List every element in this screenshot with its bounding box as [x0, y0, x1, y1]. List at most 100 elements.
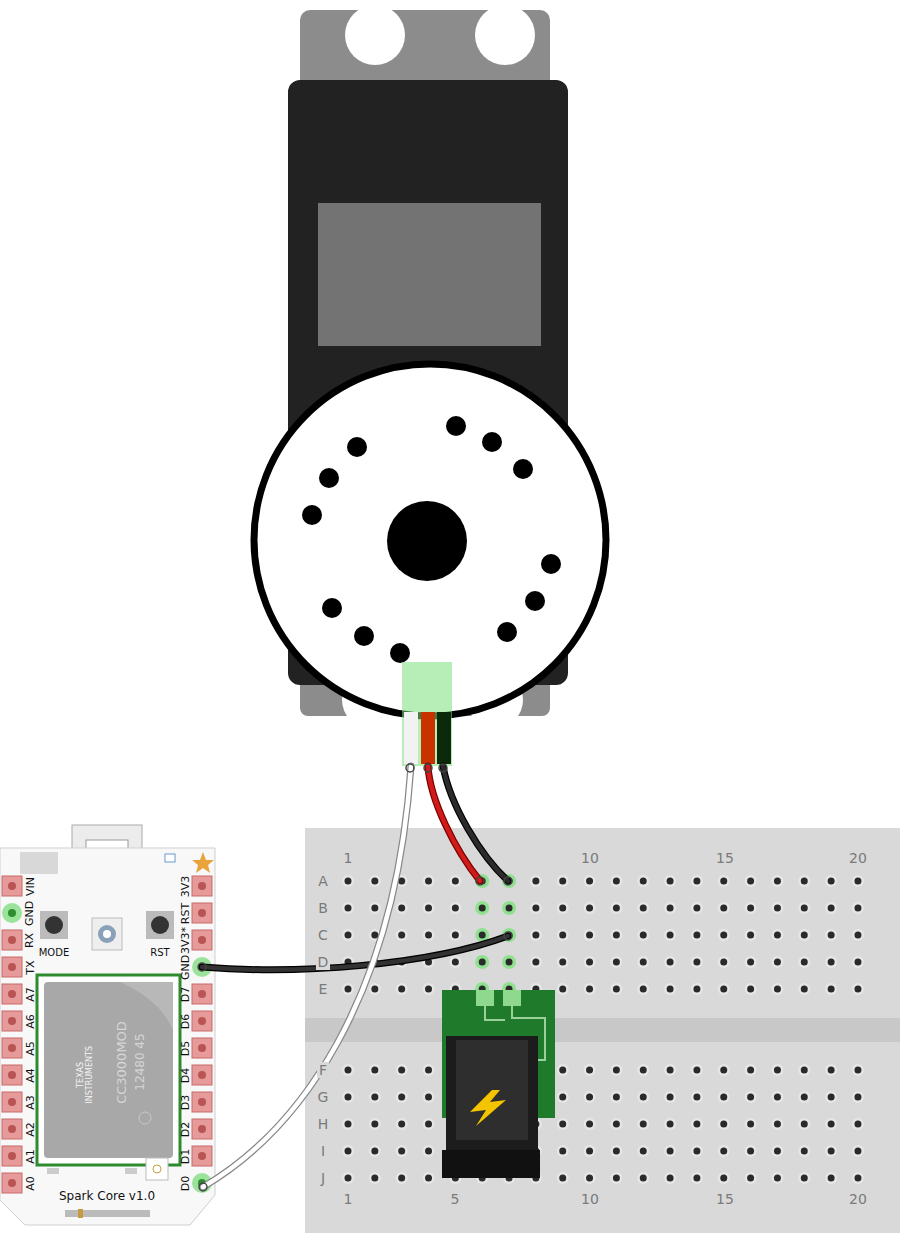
pin — [2, 1065, 22, 1085]
pin-label: D1 — [181, 1148, 192, 1163]
hole — [640, 1094, 647, 1101]
hole-ring — [852, 956, 864, 968]
hole-ring — [530, 875, 542, 887]
column-number: 20 — [849, 851, 867, 865]
hole-ring — [852, 902, 864, 914]
pin-hole — [8, 990, 16, 998]
hole — [828, 1148, 835, 1155]
row-letter: H — [316, 1116, 331, 1132]
hole-ring — [852, 929, 864, 941]
hole-ring — [852, 1118, 864, 1130]
hole-ring — [423, 983, 435, 995]
hole — [398, 1121, 405, 1128]
hole — [613, 1121, 620, 1128]
hole-ring — [584, 929, 596, 941]
hole-ring — [664, 1064, 676, 1076]
column-number: 15 — [716, 851, 734, 865]
hole — [854, 878, 861, 885]
hole-ring — [718, 956, 730, 968]
row-letter: C — [316, 927, 330, 943]
hole-active — [475, 901, 489, 915]
hole-ring — [691, 1172, 703, 1184]
hole-ring — [718, 1172, 730, 1184]
hole-ring — [584, 1064, 596, 1076]
pin-label: A6 — [25, 1014, 36, 1029]
board-name: Spark Core v1.0 — [59, 1190, 155, 1202]
hole — [371, 986, 378, 993]
hole — [667, 905, 674, 912]
pin-hole — [198, 936, 206, 944]
hole-ring — [825, 875, 837, 887]
hole — [371, 1067, 378, 1074]
hole — [747, 1067, 754, 1074]
column-number: 10 — [581, 1192, 599, 1206]
pin-label: D2 — [181, 1121, 192, 1136]
hole — [693, 1121, 700, 1128]
hole — [854, 905, 861, 912]
pin-hole — [8, 1044, 16, 1052]
pin-hole — [198, 1098, 206, 1106]
spark-core — [0, 825, 215, 1225]
pin — [2, 1011, 22, 1031]
pin-label: D6 — [181, 1013, 192, 1028]
hole-ring — [691, 956, 703, 968]
pin-label: A0 — [25, 1176, 36, 1191]
hole — [345, 1094, 352, 1101]
pin — [192, 984, 212, 1004]
hole-ring — [584, 983, 596, 995]
wire-black-core — [443, 766, 508, 881]
column-number: 5 — [451, 1192, 460, 1206]
hole-ring — [745, 1064, 757, 1076]
hole-ring — [423, 1118, 435, 1130]
hole-ring — [369, 1064, 381, 1076]
hole — [559, 1175, 566, 1182]
pin-hole — [198, 1017, 206, 1025]
pin-label: D5 — [181, 1040, 192, 1055]
hole-ring — [423, 1091, 435, 1103]
hole-ring — [584, 902, 596, 914]
column-number: 1 — [344, 1192, 353, 1206]
hole — [586, 1067, 593, 1074]
hole-ring — [369, 1145, 381, 1157]
hole — [747, 1121, 754, 1128]
pin-label: 3V3* — [181, 926, 192, 953]
pin-hole — [8, 882, 16, 890]
hole — [693, 986, 700, 993]
wire-red-core — [428, 766, 480, 881]
hole — [640, 905, 647, 912]
pin-label: A2 — [25, 1122, 36, 1137]
hole — [801, 1175, 808, 1182]
hole-ring — [664, 983, 676, 995]
hole — [452, 959, 459, 966]
hole — [667, 932, 674, 939]
hole-ring — [852, 1064, 864, 1076]
pin-hole — [8, 1071, 16, 1079]
hole — [425, 1175, 432, 1182]
column-number: 15 — [716, 1192, 734, 1206]
hole-ring — [342, 1145, 354, 1157]
hole-ring — [664, 902, 676, 914]
hole-ring — [798, 983, 810, 995]
hole-ring — [423, 1145, 435, 1157]
hole — [613, 1067, 620, 1074]
hole — [586, 1121, 593, 1128]
hole — [613, 1094, 620, 1101]
row-letter: B — [316, 900, 330, 916]
hole-ring — [530, 956, 542, 968]
wire-end — [198, 963, 206, 971]
hole — [452, 878, 459, 885]
module-code: 12480 45 — [134, 1033, 146, 1090]
hole-ring — [745, 929, 757, 941]
hole — [398, 1148, 405, 1155]
hole-ring — [664, 1118, 676, 1130]
hole — [425, 1148, 432, 1155]
hole-ring — [557, 1064, 569, 1076]
hole — [774, 932, 781, 939]
row-letter: G — [316, 1089, 331, 1105]
hole — [559, 1067, 566, 1074]
hole-ring — [798, 956, 810, 968]
hole-ring — [369, 875, 381, 887]
hole-ring — [637, 875, 649, 887]
hole-ring — [423, 902, 435, 914]
hole — [479, 932, 486, 939]
